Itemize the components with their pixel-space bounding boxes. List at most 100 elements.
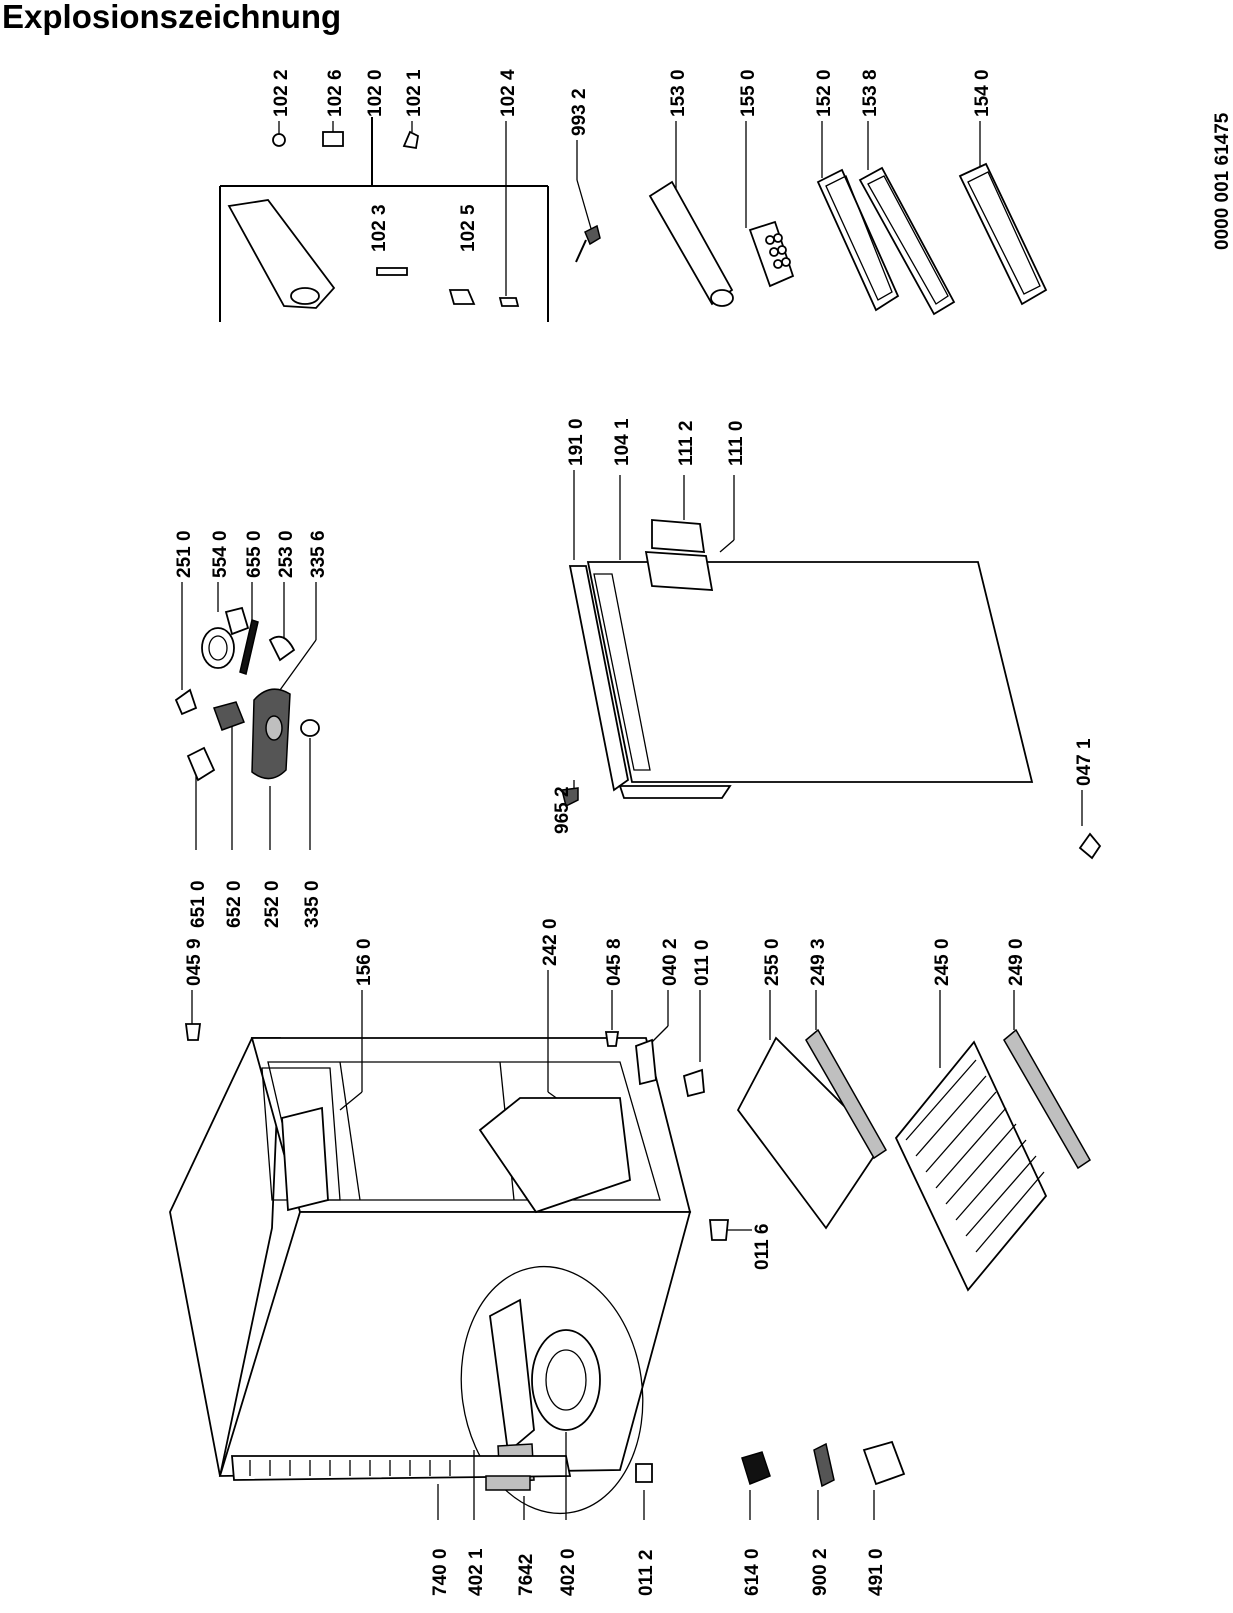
part-label: 102 3 — [369, 204, 390, 252]
part-label: 154 0 — [972, 69, 993, 117]
part-label: 402 1 — [466, 1548, 487, 1596]
part-label: 253 0 — [276, 530, 297, 578]
part-label: 249 3 — [808, 938, 829, 986]
hinge-bracket-icon — [635, 1038, 657, 1086]
part-label: 152 0 — [814, 69, 835, 117]
part-label: 102 1 — [404, 69, 425, 117]
foot-part-icon — [709, 1219, 729, 1241]
part-label: 102 4 — [498, 69, 519, 117]
clamp-part-icon — [813, 1442, 835, 1488]
part-label: 251 0 — [174, 530, 195, 578]
relay-bracket-icon — [489, 1298, 535, 1454]
wire-shelf-icon — [894, 1040, 1048, 1292]
screw-part-icon — [184, 1023, 202, 1041]
foot-part-icon — [635, 1463, 653, 1483]
part-label: 045 8 — [604, 938, 625, 986]
clip-part-icon — [174, 688, 198, 716]
part-label: 335 0 — [302, 880, 323, 928]
thermostat-knob-icon — [201, 627, 235, 669]
part-label: 040 2 — [660, 938, 681, 986]
part-label: 249 0 — [1006, 938, 1027, 986]
part-label: 111 2 — [676, 421, 697, 466]
shelf-trim-icon — [1003, 1028, 1091, 1170]
spring-part-icon — [239, 619, 259, 675]
butter-lid-part-icon — [227, 199, 336, 309]
drier-tube-icon — [485, 1475, 531, 1491]
part-label: 255 0 — [762, 938, 783, 986]
bracket-part-icon — [402, 130, 419, 150]
bracket-part-icon — [213, 701, 245, 731]
part-label: 651 0 — [188, 880, 209, 928]
part-label: 191 0 — [566, 418, 587, 466]
ice-tray-part-icon — [281, 1106, 329, 1212]
page-title: Explosionszeichnung — [2, 0, 342, 35]
door-panel-icon — [586, 561, 1034, 783]
door-shelf-part-icon — [958, 162, 1048, 306]
door-gasket-icon — [568, 565, 629, 792]
part-label: 993 2 — [569, 88, 590, 136]
clip-part-icon — [322, 131, 344, 147]
tool-part-icon — [584, 224, 601, 246]
shelf-trim-icon — [805, 1028, 887, 1160]
thermostat-lamp-group — [174, 582, 320, 850]
part-label: 491 0 — [866, 1548, 887, 1596]
door-handle-part-icon — [651, 519, 706, 553]
document-number: 0000 001 61475 — [1212, 112, 1233, 250]
door-accessories-group — [219, 117, 1048, 322]
label-part-icon — [448, 289, 476, 305]
part-label: 104 1 — [612, 418, 633, 466]
cabinet-group — [169, 970, 1091, 1477]
part-label: 614 0 — [742, 1548, 763, 1596]
foot-part-icon — [682, 1068, 705, 1098]
part-label: 740 0 — [430, 1548, 451, 1596]
part-label: 153 8 — [860, 69, 881, 117]
part-label: 335 6 — [308, 530, 329, 578]
bottle-bar-part-icon — [648, 180, 734, 306]
cabinet-side-icon — [169, 1037, 281, 1477]
part-label: 156 0 — [354, 938, 375, 986]
compressor-icon — [531, 1329, 601, 1431]
part-label: 655 0 — [244, 530, 265, 578]
part-label: 102 6 — [325, 69, 346, 117]
part-label: 900 2 — [810, 1548, 831, 1596]
part-label: 554 0 — [210, 530, 231, 578]
compressor-group — [231, 1265, 906, 1520]
part-label: 252 0 — [262, 880, 283, 928]
cabinet-back-icon — [218, 1211, 692, 1477]
part-label: 011 6 — [752, 1224, 773, 1271]
cover-part-icon — [862, 1440, 906, 1486]
part-label: 245 0 — [932, 938, 953, 986]
plate-part-icon — [498, 297, 520, 307]
part-label: 011 0 — [692, 940, 713, 987]
hinge-part-icon — [376, 267, 408, 276]
screw-part-icon — [604, 1031, 620, 1047]
screw-part-icon — [186, 746, 216, 782]
part-label: 965 2 — [552, 786, 573, 834]
part-label: 047 1 — [1074, 738, 1095, 786]
door-shelf-part-icon — [858, 166, 956, 316]
part-label: 7642 — [516, 1554, 537, 1596]
part-labels: 102 2 102 6 102 0 102 1 102 4 993 2 153 … — [174, 69, 1095, 1596]
relay-part-icon — [741, 1451, 771, 1485]
door-handle-part-icon — [644, 551, 714, 591]
part-label: 402 0 — [558, 1548, 579, 1596]
bulb-part-icon — [300, 719, 320, 737]
door-group — [561, 470, 1102, 860]
part-label: 011 2 — [636, 1550, 657, 1597]
part-label: 153 0 — [668, 69, 689, 117]
condenser-coil-icon — [231, 1455, 572, 1481]
part-label: 155 0 — [738, 69, 759, 117]
part-label: 111 0 — [726, 421, 747, 466]
part-label: 652 0 — [224, 880, 245, 928]
hinge-part-icon — [1078, 832, 1102, 860]
part-label: 102 5 — [458, 204, 479, 252]
part-label: 242 0 — [540, 918, 561, 966]
part-label: 102 0 — [365, 69, 386, 117]
door-shelf-part-icon — [816, 168, 900, 312]
pin-part-icon — [561, 787, 579, 808]
cover-part-icon — [268, 635, 296, 662]
cap-part-icon — [272, 133, 286, 147]
part-label: 045 9 — [184, 938, 205, 986]
part-label: 102 2 — [271, 69, 292, 117]
